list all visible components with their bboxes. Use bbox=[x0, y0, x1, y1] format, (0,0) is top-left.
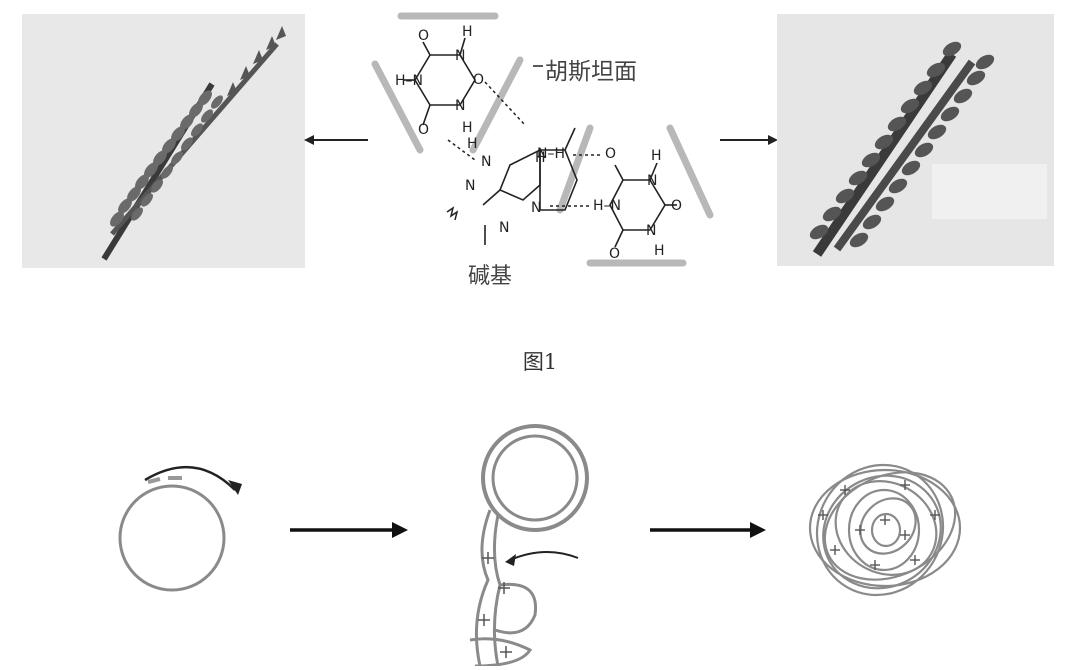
purine-atoms: H N N H N–H N N O H–N bbox=[465, 136, 621, 236]
base-triplet-structure: O H N H–N O N O H H N N H N–H N N O H–N bbox=[365, 0, 725, 300]
figure-caption: 图1 bbox=[522, 350, 558, 374]
top-ring-atoms: O H N H–N O N O H bbox=[395, 24, 484, 138]
svg-text:O: O bbox=[671, 198, 682, 214]
svg-text:H–N: H–N bbox=[395, 73, 423, 89]
svg-text:N–H: N–H bbox=[537, 146, 565, 162]
svg-text:N: N bbox=[531, 200, 541, 216]
svg-text:N: N bbox=[499, 220, 509, 236]
rotation-arrow-icon bbox=[228, 480, 242, 495]
svg-text:H–N: H–N bbox=[593, 198, 621, 214]
arrow-left-icon bbox=[304, 135, 368, 145]
helix-bases bbox=[809, 41, 995, 248]
folding-process-svg bbox=[118, 424, 962, 668]
charge-markers bbox=[818, 480, 940, 570]
svg-text:O: O bbox=[418, 122, 429, 138]
svg-text:O: O bbox=[609, 246, 620, 262]
svg-text:N: N bbox=[455, 98, 465, 114]
hydrogen-bonds bbox=[447, 81, 603, 207]
svg-text:O: O bbox=[418, 28, 429, 44]
svg-text:N: N bbox=[646, 223, 656, 239]
helix-strand bbox=[110, 42, 279, 236]
svg-text:H: H bbox=[654, 243, 665, 259]
bottom-ring bbox=[609, 162, 677, 248]
left-helix-model bbox=[101, 26, 286, 261]
helix-strand bbox=[833, 59, 976, 252]
process-arrow-icon bbox=[290, 522, 408, 538]
charge-markers bbox=[478, 552, 512, 658]
top-ring bbox=[403, 37, 476, 126]
svg-text:H: H bbox=[462, 24, 473, 40]
right-helix-model bbox=[809, 41, 1047, 257]
svg-text:O: O bbox=[473, 72, 484, 88]
folding-process-diagram bbox=[0, 380, 1080, 668]
purine-base bbox=[482, 127, 578, 245]
process-arrow-icon bbox=[650, 522, 766, 538]
svg-text:H: H bbox=[467, 136, 478, 152]
rotation-arrow-icon bbox=[505, 554, 516, 566]
hoogsteen-brackets bbox=[371, 12, 714, 267]
stage-1-ring bbox=[118, 465, 242, 592]
stage-2-ring-with-tail bbox=[469, 424, 589, 668]
stage-3-condensed-tangle bbox=[808, 463, 962, 597]
svg-text:H: H bbox=[462, 120, 473, 136]
base-label: 碱基 bbox=[468, 264, 513, 289]
sugar-attachment-squiggle bbox=[446, 206, 459, 221]
bottom-ring-atoms: H N O N O H bbox=[609, 148, 682, 262]
svg-text:N: N bbox=[455, 48, 465, 64]
hoogsteen-face-label: 胡斯坦面 bbox=[545, 59, 637, 85]
arrow-right-icon bbox=[720, 135, 778, 145]
helix-spikes bbox=[227, 26, 286, 96]
svg-text:N: N bbox=[647, 173, 657, 189]
helix-bases bbox=[110, 90, 223, 227]
svg-text:O: O bbox=[605, 146, 616, 162]
left-helix-model-panel bbox=[22, 14, 305, 268]
chemical-structure-diagram: O H N H–N O N O H H N N H N–H N N O H–N bbox=[371, 12, 714, 267]
right-helix-model-panel bbox=[777, 14, 1054, 266]
svg-text:H: H bbox=[535, 150, 546, 166]
svg-text:N: N bbox=[465, 178, 475, 194]
svg-text:N: N bbox=[481, 154, 491, 170]
svg-text:H: H bbox=[651, 148, 662, 164]
